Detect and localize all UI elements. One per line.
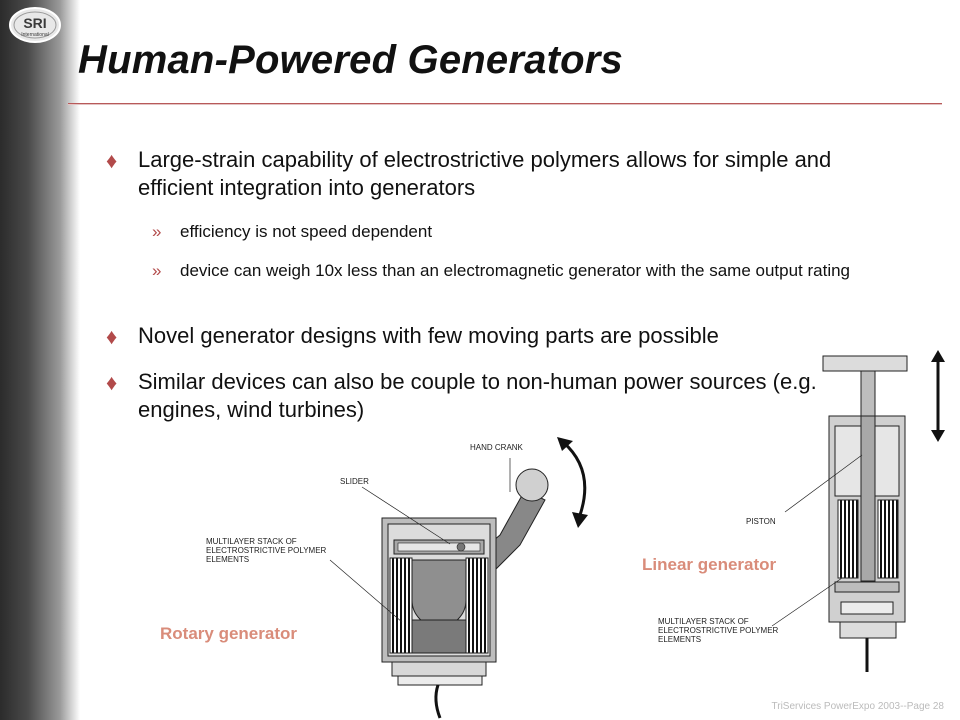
rotary-generator-drawing [329,437,588,719]
bullet-item: ♦ Similar devices can also be couple to … [106,368,826,424]
piston-label: PISTON [746,517,776,526]
bullet-item: ♦ Large-strain capability of electrostri… [106,146,866,202]
linear-generator-drawing [771,350,945,672]
sub-bullet-text: efficiency is not speed dependent [180,222,433,241]
chevron-bullet-icon: » [152,261,162,280]
rotary-stack-label: MULTILAYER STACK OF ELECTROSTRICTIVE POL… [206,537,327,564]
linear-stack-label: MULTILAYER STACK OF ELECTROSTRICTIVE POL… [658,617,779,644]
diamond-bullet-icon: ♦ [106,148,118,173]
svg-text:SRI: SRI [23,15,46,31]
left-gradient-bar [0,0,80,720]
linear-generator-caption: Linear generator [642,555,777,574]
page-footer: TriServices PowerExpo 2003--Page 28 [771,701,945,712]
bullet-text: Similar devices can also be couple to no… [138,369,817,422]
bullet-text: Large-strain capability of electrostrict… [138,147,832,200]
sub-bullet-text: device can weigh 10x less than an electr… [180,261,851,280]
bullet-text: Novel generator designs with few moving … [138,323,719,348]
diamond-bullet-icon: ♦ [106,370,118,395]
hand-crank-label: HAND CRANK [470,443,523,452]
diamond-bullet-icon: ♦ [106,324,118,349]
page-title: Human-Powered Generators [78,38,623,82]
sub-bullet-item: » device can weigh 10x less than an elec… [152,259,872,283]
rotary-generator-caption: Rotary generator [160,624,297,643]
slider-label: SLIDER [340,477,369,486]
sri-logo: SRI International [9,7,61,43]
sub-bullet-item: » efficiency is not speed dependent [152,220,872,244]
chevron-bullet-icon: » [152,222,162,241]
title-divider [68,103,942,105]
bullet-item: ♦ Novel generator designs with few movin… [106,322,866,350]
svg-text:International: International [21,32,49,38]
